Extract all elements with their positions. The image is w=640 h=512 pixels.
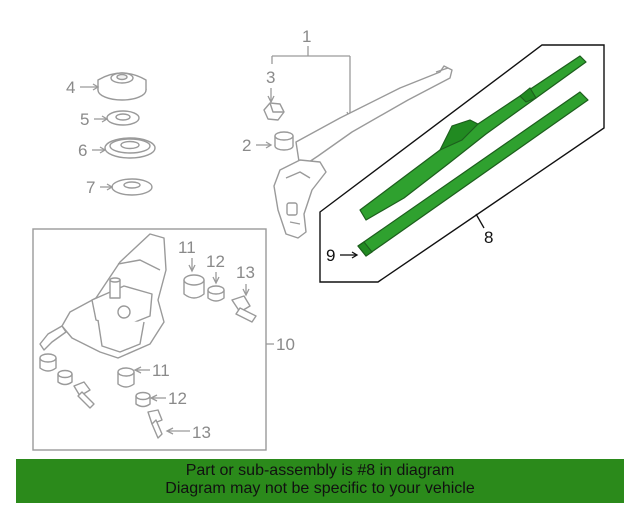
callout-7: 7 (86, 178, 95, 197)
part-3-cap[interactable] (263, 102, 285, 121)
callout-13-top: 13 (236, 263, 255, 282)
part-13-bolt-top[interactable] (231, 295, 257, 323)
callout-3: 3 (266, 68, 275, 87)
part-10-wiper-motor[interactable] (39, 233, 167, 359)
callout-5: 5 (80, 110, 89, 129)
info-banner: Part or sub-assembly is #8 in diagram Di… (16, 459, 624, 503)
part-6-seal[interactable] (104, 137, 156, 159)
callout-11-bottom: 11 (152, 361, 170, 380)
callout-11-top: 11 (178, 238, 196, 257)
part-12-collar-left[interactable] (57, 369, 73, 386)
callout-12-bottom: 12 (168, 389, 187, 408)
part-12-collar-bottom[interactable] (135, 391, 151, 408)
callout-13-bottom: 13 (192, 423, 211, 442)
part-2-nut[interactable] (274, 131, 294, 151)
part-11-bushing-bottom[interactable] (117, 367, 135, 388)
part-12-collar-top[interactable] (207, 285, 225, 302)
part-13-bolt-left[interactable] (73, 381, 95, 409)
callout-1: 1 (302, 27, 311, 46)
part-11-bushing-left[interactable] (39, 353, 57, 372)
callout-2: 2 (242, 136, 251, 155)
callout-10: 10 (276, 335, 295, 354)
part-1-wiper-arm[interactable] (273, 65, 453, 239)
callout-4: 4 (66, 78, 75, 97)
callout-9: 9 (326, 246, 335, 265)
part-13-bolt-bottom[interactable] (147, 409, 163, 439)
callout-8: 8 (484, 228, 493, 247)
part-5-washer[interactable] (106, 110, 140, 126)
part-4-nut-cap[interactable] (97, 72, 147, 101)
part-8-wiper-blade[interactable] (357, 55, 589, 257)
banner-line-2: Diagram may not be specific to your vehi… (165, 480, 475, 497)
part-11-bushing-top[interactable] (183, 274, 205, 299)
part-7-grommet[interactable] (111, 178, 153, 196)
callout-6: 6 (78, 141, 87, 160)
callout-12-top: 12 (206, 252, 225, 271)
banner-line-1: Part or sub-assembly is #8 in diagram (185, 462, 455, 479)
